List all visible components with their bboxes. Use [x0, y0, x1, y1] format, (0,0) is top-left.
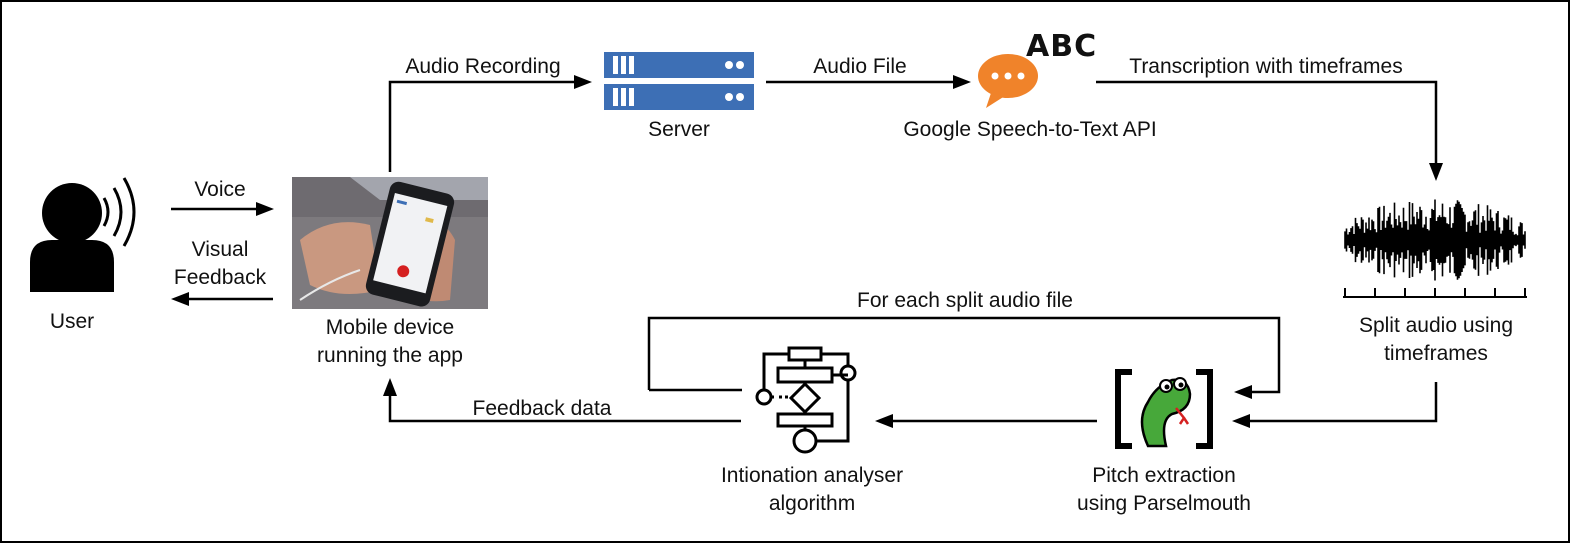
user-label: User: [49, 310, 95, 333]
flowchart-algorithm-icon: [755, 346, 857, 454]
user-speaking-icon: [30, 177, 136, 292]
visual-feedback-label-2: Feedback: [173, 266, 267, 289]
split-audio-label-2: timeframes: [1384, 342, 1488, 365]
analyser-label-2: algorithm: [768, 492, 856, 515]
connectors: [171, 80, 1438, 423]
parselmouth-snake-icon: [1115, 369, 1213, 449]
arrowheads: [171, 75, 1443, 428]
waveform-bars: [1344, 199, 1526, 281]
transcription-label: Transcription with timeframes: [1129, 55, 1403, 78]
analyser-label-1: Intionation analyser: [720, 464, 904, 487]
pitch-label-1: Pitch extraction: [1092, 464, 1236, 487]
google-api-label: Google Speech-to-Text API: [903, 118, 1157, 141]
server-icon: [604, 52, 754, 110]
pitch-label-2: using Parselmouth: [1077, 492, 1251, 515]
mobile-device-label-1: Mobile device: [325, 316, 455, 339]
abc-text-icon: ABC: [1026, 29, 1098, 64]
feedback-data-label: Feedback data: [472, 397, 612, 420]
voice-label: Voice: [194, 178, 246, 201]
for-each-label: For each split audio file: [857, 289, 1073, 312]
audio-recording-label: Audio Recording: [405, 55, 561, 78]
mobile-device-photo: [292, 177, 488, 309]
speech-bubble-icon: [978, 54, 1038, 108]
split-audio-label-1: Split audio using: [1358, 314, 1514, 337]
visual-feedback-label-1: Visual: [191, 238, 249, 261]
audio-waveform-icon: [1343, 199, 1527, 298]
server-label: Server: [648, 118, 710, 141]
mobile-device-label-2: running the app: [317, 344, 463, 367]
audio-file-label: Audio File: [813, 55, 907, 78]
